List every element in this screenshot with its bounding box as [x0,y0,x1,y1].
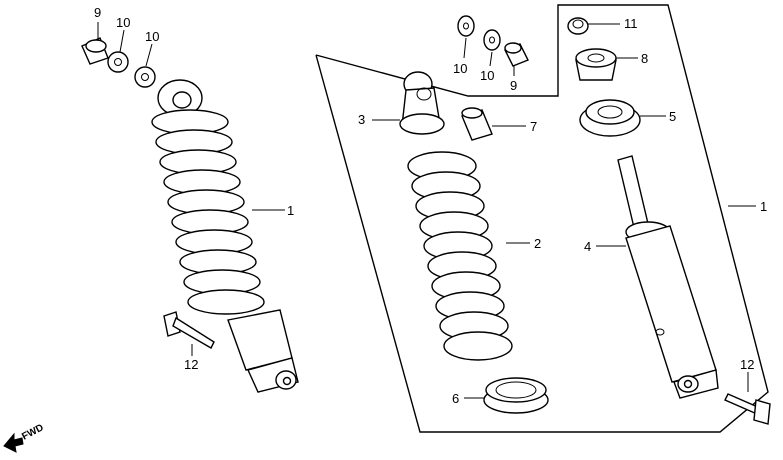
callout-12-left: 12 [184,357,198,372]
callout-5: 5 [669,109,676,124]
bolt-12-right [724,393,771,425]
spring-2 [407,151,513,361]
bump-rubber-8 [575,48,617,81]
exploded-view-boundary [315,4,769,433]
assembled-shock-absorber [151,79,299,393]
lower-spring-seat-6 [483,377,549,414]
assembled-spring [151,109,265,315]
spring-adjuster-5 [579,99,641,137]
leader-lines [97,22,756,399]
forward-direction-indicator: FWD [3,422,46,453]
callout-10-middle-a: 10 [453,61,467,76]
callout-6: 6 [452,391,459,406]
callout-1-left: 1 [287,203,294,218]
left-top-hardware [81,37,156,88]
callout-10-left-a: 10 [116,15,130,30]
callout-4: 4 [584,239,591,254]
upper-spring-seat-3 [399,71,445,135]
middle-top-hardware [457,15,529,67]
fwd-arrow-icon [3,432,24,453]
callout-10-left-b: 10 [145,29,159,44]
nut-11 [567,17,589,35]
damper-unit-4 [617,155,719,399]
bolt-12-left [163,311,215,349]
callout-9-left: 9 [94,5,101,20]
fwd-label: FWD [20,422,45,442]
callout-2: 2 [534,236,541,251]
callout-9-middle: 9 [510,78,517,93]
callout-1-right: 1 [760,199,767,214]
callout-11: 11 [624,16,638,31]
bushing-7 [461,107,493,141]
callout-7: 7 [530,119,537,134]
callout-10-middle-b: 10 [480,68,494,83]
callout-3: 3 [358,112,365,127]
callout-12-right: 12 [740,357,754,372]
callout-8: 8 [641,51,648,66]
